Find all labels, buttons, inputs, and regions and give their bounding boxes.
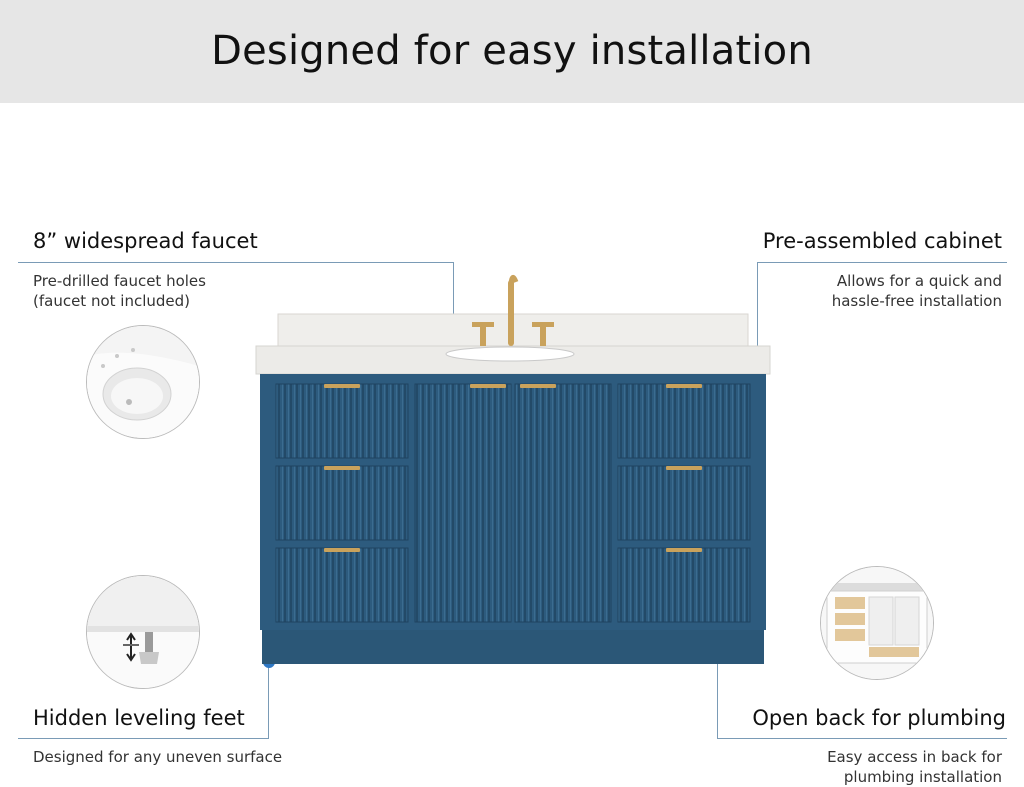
- faucet-feature-desc-1: Pre-drilled faucet holes: [33, 272, 206, 290]
- open-back-detail-image: [820, 566, 934, 680]
- cabinet-callout-line: [757, 262, 1007, 263]
- feet-callout-line: [18, 738, 269, 739]
- feet-feature-desc-1: Designed for any uneven surface: [33, 748, 283, 766]
- faucet-holes-detail-image: [86, 325, 200, 439]
- back-feature-title: Open back for plumbing: [752, 706, 1006, 730]
- back-callout-line: [717, 738, 1007, 739]
- faucet-icon: [472, 275, 554, 346]
- leveling-feet-detail-image: [86, 575, 200, 689]
- faucet-feature-title: 8” widespread faucet: [33, 229, 258, 253]
- page-title: Designed for easy installation: [211, 28, 813, 74]
- faucet-callout-line-vertical: [453, 262, 454, 342]
- faucet-callout-line: [18, 262, 454, 263]
- cabinet-feature-desc-2: hassle-free installation: [831, 292, 1002, 310]
- cabinet-callout-line-vertical: [757, 262, 758, 400]
- cabinet-feature-desc-1: Allows for a quick and: [836, 272, 1002, 290]
- back-feature-desc-2: plumbing installation: [843, 768, 1002, 786]
- back-feature-desc-1: Easy access in back for: [827, 748, 1002, 766]
- vanity-illustration: [254, 270, 774, 670]
- faucet-feature-desc-2: (faucet not included): [33, 292, 191, 310]
- cabinet-feature-title: Pre-assembled cabinet: [762, 229, 1002, 253]
- back-callout-line-vertical: [717, 603, 718, 739]
- feet-feature-title: Hidden leveling feet: [33, 706, 245, 730]
- header-banner: Designed for easy installation: [0, 0, 1024, 103]
- feet-callout-line-vertical: [268, 662, 269, 739]
